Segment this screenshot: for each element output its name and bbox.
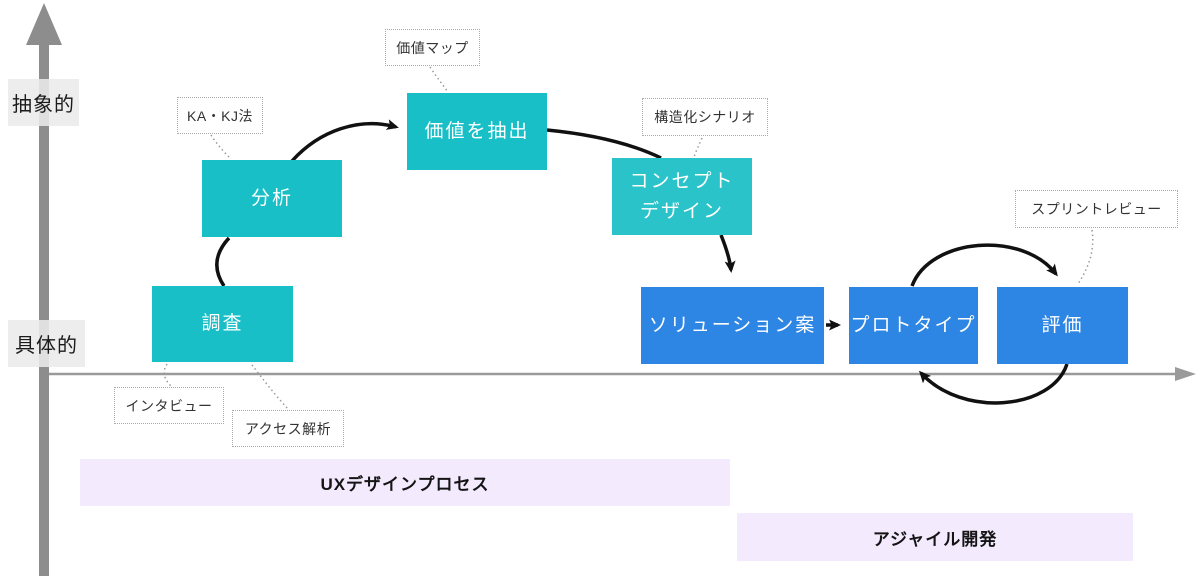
flow-extract-value-to-concept [546,128,662,160]
stage-extract-value: 価値を抽出 [407,93,547,170]
connector-ka-kj-to-analysis [210,134,231,159]
flow-prototype-to-evaluation [910,243,1058,287]
connector-sprint-review-to-evaluation [1077,229,1094,285]
connector-value-map-to-extract-value [429,66,449,93]
flow-evaluation-to-prototype [918,363,1069,405]
stage-evaluation: 評価 [997,287,1128,364]
y-axis-arrowhead-icon [26,3,62,45]
stage-solution-proposal: ソリューション案 [641,287,824,364]
method-tag-sprint-review: スプリントレビュー [1015,190,1178,228]
connector-structured-scenario-to-concept [693,137,703,158]
method-tag-value-map: 価値マップ [385,29,480,66]
band-agile-development: アジャイル開発 [737,513,1133,561]
connector-research-to-access-analytics [251,364,289,410]
method-tag-ka-kj: KA・KJ法 [177,97,263,134]
y-axis-label-abstract: 抽象的 [8,79,79,126]
stage-analysis: 分析 [202,160,342,237]
method-tag-structured-scenario: 構造化シナリオ [642,98,768,136]
x-axis-arrowhead-icon [1175,367,1196,381]
flow-analysis-to-extract-value [290,119,399,163]
band-ux-design-process: UXデザインプロセス [80,459,730,506]
y-axis-shaft [39,40,49,576]
y-axis-label-concrete: 具体的 [8,320,85,367]
stage-concept-design: コンセプト デザイン [612,158,752,235]
flow-research-to-analysis [215,236,231,287]
stage-prototype: プロトタイプ [849,287,978,364]
flow-concept-to-solution [719,234,736,273]
method-tag-interview: インタビュー [114,387,224,424]
stage-research: 調査 [152,286,293,362]
method-tag-access-analytics: アクセス解析 [232,410,344,447]
